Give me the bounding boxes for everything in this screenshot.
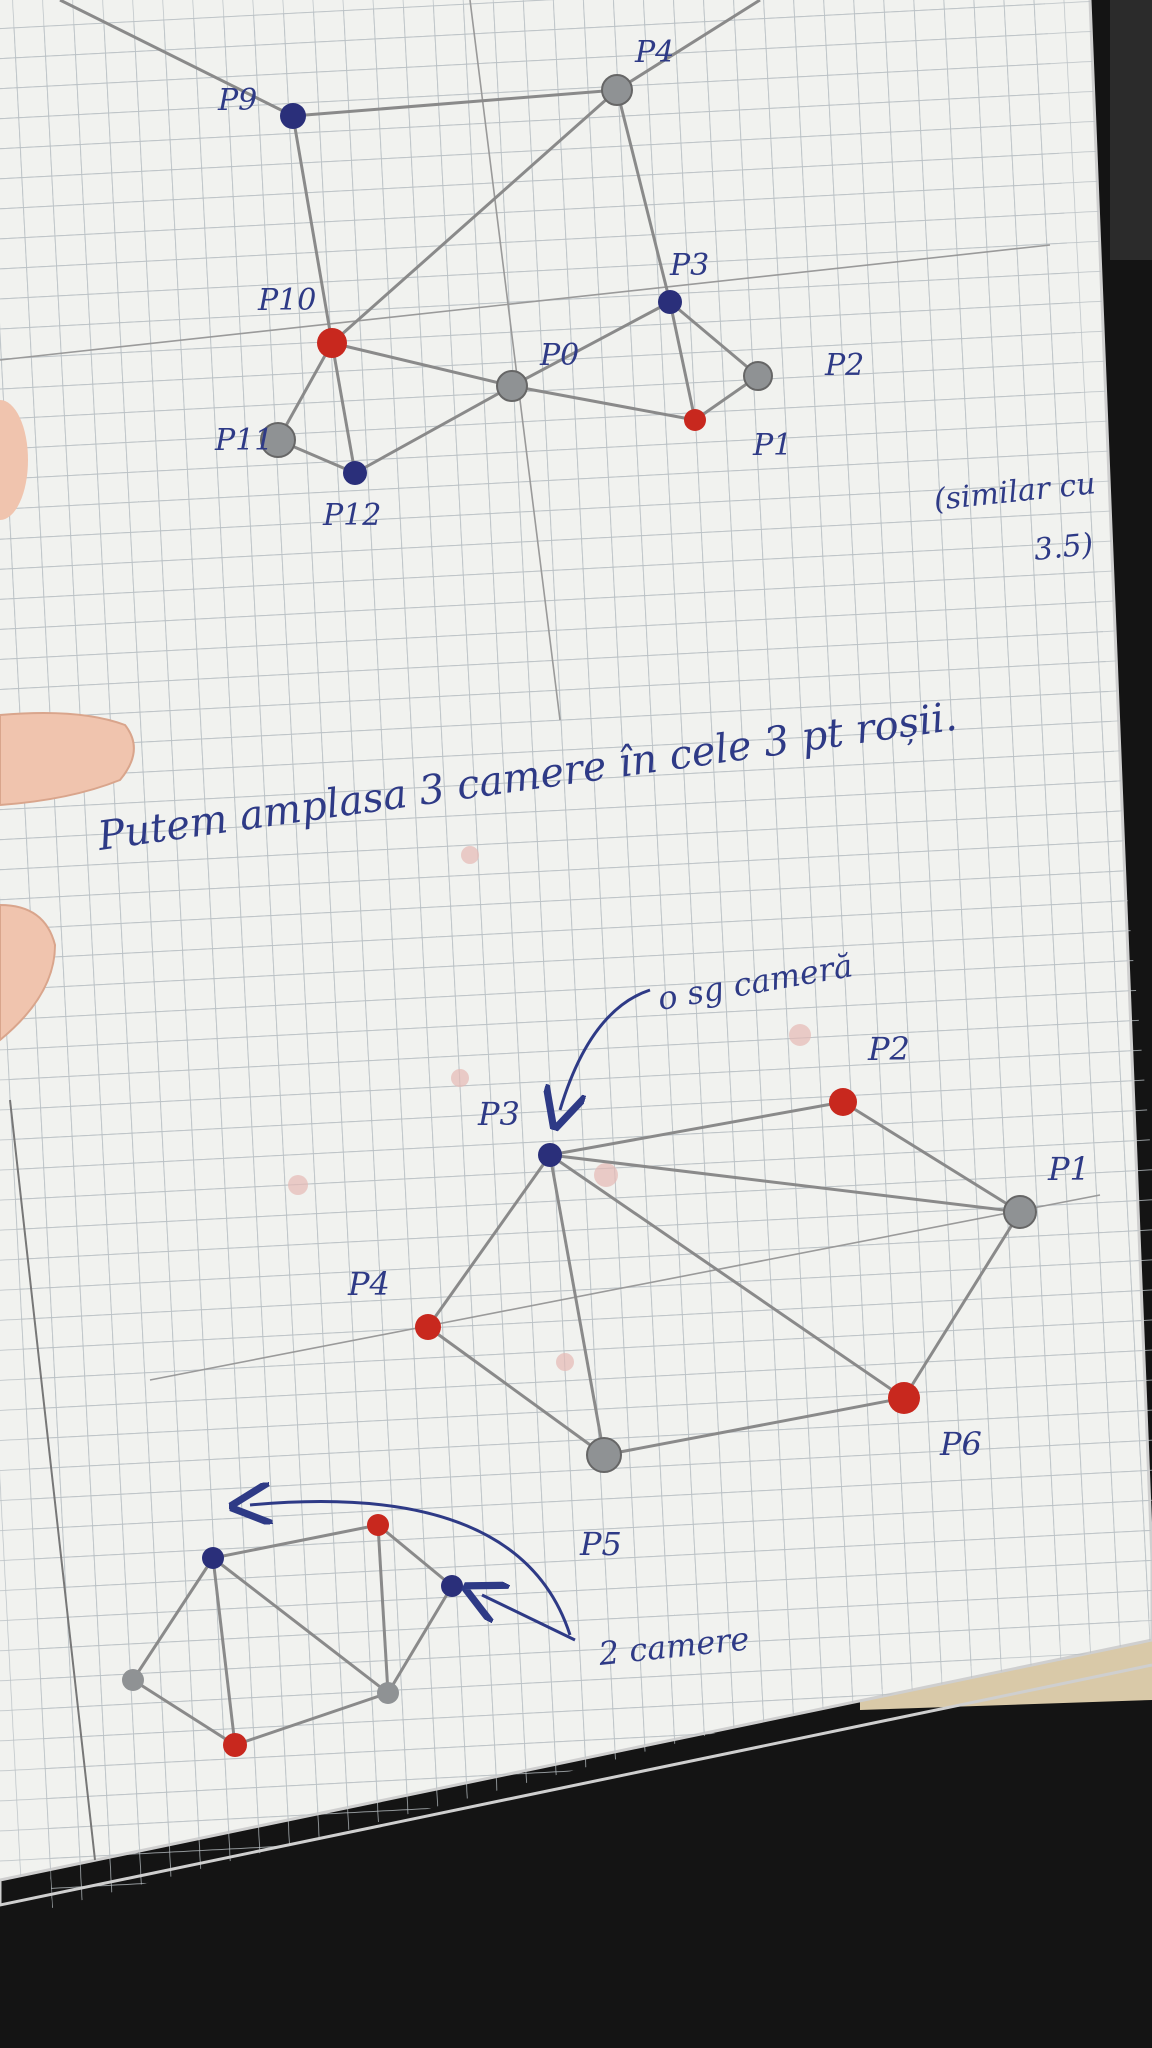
top-graph-labels: P9 P4 P3 P10 P0 P2 P1 P11 P12 (214, 35, 864, 533)
vertex-p3 (658, 290, 682, 314)
label-b-p2: P2 (867, 1030, 910, 1068)
label-p1: P1 (752, 428, 792, 463)
label-p10: P10 (257, 283, 316, 318)
label-p0: P0 (539, 338, 579, 373)
erased-marks (288, 846, 811, 1371)
fingers (0, 400, 135, 1042)
label-p11: P11 (214, 423, 273, 458)
straight-arrow-icon (482, 1595, 576, 1642)
label-b-p4: P4 (347, 1265, 390, 1303)
bottom-graph (426, 1100, 1022, 1457)
bottom-graph-labels: P2 P3 P1 P4 P6 P5 (347, 1030, 1090, 1563)
small-graph (131, 1523, 454, 1747)
label-p3: P3 (669, 248, 709, 283)
vertex-p2 (743, 361, 773, 391)
label-b-p1: P1 (1047, 1150, 1090, 1188)
vertex-s-gray-left (122, 1669, 144, 1691)
label-b-p3: P3 (477, 1095, 520, 1133)
top-graph-vertices (260, 74, 773, 485)
vertex-s-red-top (367, 1514, 389, 1536)
label-p4: P4 (634, 35, 674, 70)
vertex-p12 (343, 461, 367, 485)
curved-arrow-icon (560, 988, 651, 1110)
vertex-b-p5 (586, 1437, 622, 1473)
vertex-b-p3 (538, 1143, 562, 1167)
curved-arrow-left-icon (250, 1502, 572, 1636)
note-similar-line2: 3.5) (1032, 527, 1095, 568)
vertex-b-p4 (415, 1314, 441, 1340)
vertex-p11 (260, 422, 296, 458)
vertex-p1 (684, 409, 706, 431)
vertex-p10 (317, 328, 347, 358)
vertex-s-blue-left (202, 1547, 224, 1569)
label-p12: P12 (322, 498, 381, 533)
vertex-b-p1 (1003, 1195, 1037, 1229)
vertex-p4 (601, 74, 633, 106)
bottom-graph-vertices (415, 1088, 1037, 1473)
label-p9: P9 (217, 83, 257, 118)
vertex-s-red-bottom (223, 1733, 247, 1757)
vertex-p0 (496, 370, 528, 402)
label-p2: P2 (824, 348, 864, 383)
vertex-s-gray-right (377, 1682, 399, 1704)
vertex-b-p2 (829, 1088, 857, 1116)
top-graph (59, 0, 761, 475)
vertex-p9 (280, 103, 306, 129)
vertex-b-p6 (888, 1382, 920, 1414)
label-b-p6: P6 (939, 1425, 982, 1463)
vertex-s-blue-right (441, 1575, 463, 1597)
label-b-p5: P5 (579, 1525, 622, 1563)
binder-edge (1110, 0, 1152, 260)
